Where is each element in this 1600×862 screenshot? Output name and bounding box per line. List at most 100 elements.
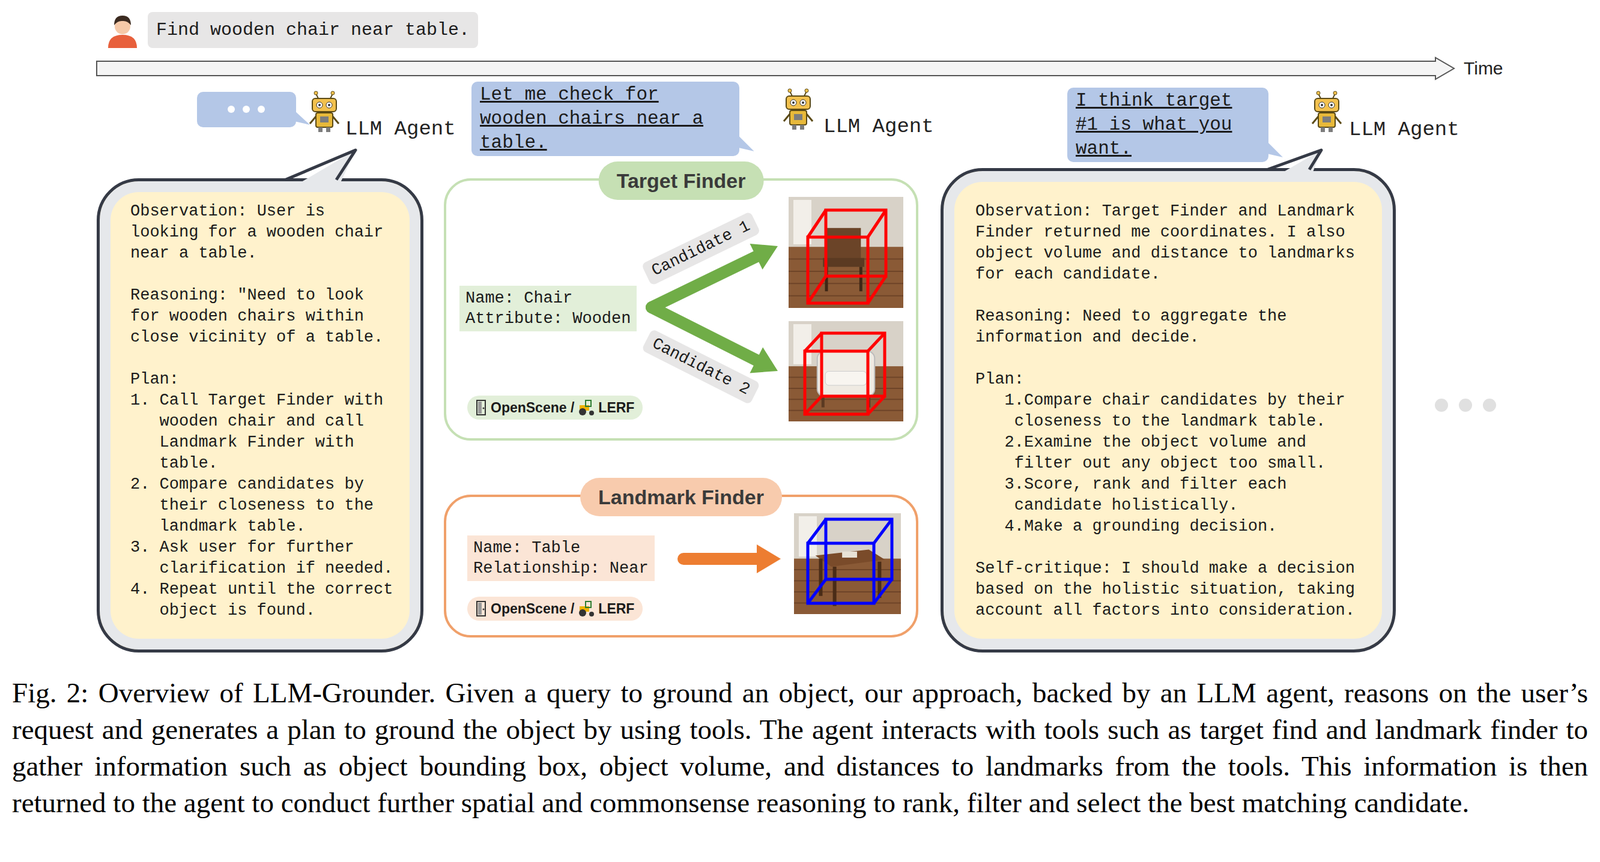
node-text: Find wooden chair near table. <box>156 16 470 44</box>
query-box: Name: TableRelationship: Near <box>467 535 655 582</box>
agent-label: LLM Agent <box>823 114 934 139</box>
robot-arm <box>1312 116 1319 124</box>
callout-tail <box>96 178 103 185</box>
bbox-front <box>807 543 874 604</box>
robot-arm <box>332 116 339 124</box>
landmark-arrow-head <box>756 544 781 574</box>
robot-pupil <box>327 103 331 107</box>
node-text: Name: Chair <box>465 288 631 309</box>
node-text: I think target #1 is what you want. <box>1075 88 1261 161</box>
robot-chest <box>793 114 803 121</box>
photo-wall <box>793 513 901 615</box>
bbox-edge <box>867 333 885 352</box>
callout-tail-fill <box>1267 150 1322 182</box>
tool-icon <box>475 399 488 417</box>
tool-badge: OpenScene /LERF <box>467 596 643 622</box>
bubble-tail <box>294 110 310 125</box>
robot-arm <box>1335 116 1342 124</box>
armchair-cushion <box>825 371 867 386</box>
continuation-dot <box>1482 398 1497 413</box>
robot-arm <box>309 116 316 124</box>
bubble-tail <box>738 135 754 152</box>
robot-eye <box>1328 102 1335 109</box>
chair-seat <box>822 258 865 268</box>
table-leg <box>833 566 837 607</box>
robot-antenna-tip <box>1316 91 1321 95</box>
node-text: 1. Call Target Finder with wooden chair … <box>130 390 399 475</box>
tractor-wheel <box>578 408 587 416</box>
robot-pupil <box>792 101 795 104</box>
node-text: Reasoning: "Need to look for wooden chai… <box>130 285 399 349</box>
bbox-front <box>807 237 868 304</box>
node-text: Candidate 1 <box>648 215 754 282</box>
agent-label: LLM Agent <box>1348 117 1460 142</box>
bbox-edge <box>873 519 892 544</box>
reasoning-panel: Observation: Target Finder and Landmark … <box>940 168 1396 653</box>
candidate-arrow-head <box>750 243 778 270</box>
robot-antenna-tip <box>1333 91 1337 95</box>
chair-back <box>826 228 861 260</box>
node-text: Observation: User is looking for a woode… <box>130 201 399 265</box>
node-text: Name: Table <box>473 538 649 559</box>
door-knob <box>482 609 485 611</box>
bbox-back <box>825 210 886 277</box>
floor-plank <box>793 591 901 593</box>
candidate-arrow-head <box>749 347 778 374</box>
floor-plank <box>793 569 901 571</box>
tool-panel: Name: TableRelationship: NearOpenScene /… <box>443 494 919 638</box>
node-text: Plan: <box>130 369 399 391</box>
thinking-dot <box>257 105 265 113</box>
chair-leg <box>859 267 863 292</box>
tractor-wheel <box>589 410 594 416</box>
bbox-edge <box>807 210 826 238</box>
robot-body <box>315 112 333 128</box>
robot-head <box>312 98 337 112</box>
robot-body <box>789 110 807 125</box>
scene-photo <box>788 321 904 422</box>
robot-eye <box>316 102 323 109</box>
speech-bubble: Let me check for wooden chairs near a ta… <box>471 81 740 157</box>
tool-badge: OpenScene / LERF <box>467 395 643 420</box>
figure-caption: Fig. 2: Overview of LLM-Grounder. Given … <box>12 675 1588 822</box>
robot-icon <box>309 91 339 133</box>
robot-chest <box>320 116 329 123</box>
node-text: Observation: Target Finder and Landmark … <box>975 201 1365 286</box>
bbox-edge <box>867 210 886 238</box>
node-text: Self-critique: I should make a decision … <box>975 558 1365 622</box>
robot-arm <box>806 114 813 122</box>
continuation-dot <box>1458 398 1473 413</box>
robot-head <box>786 96 811 110</box>
callout-tail <box>940 168 947 175</box>
node-text: LERF <box>598 600 635 618</box>
armchair-body <box>817 351 876 397</box>
panel-heading: Landmark Finder <box>580 478 782 517</box>
callout-tail-outline <box>1267 150 1322 170</box>
bbox-front <box>804 351 868 415</box>
bbox-edge <box>867 276 886 304</box>
axis-label: Time <box>1463 58 1504 79</box>
node-text: 4.Make a grounding decision. <box>975 516 1365 538</box>
robot-icon <box>783 88 813 130</box>
thinking-bubble <box>196 91 297 128</box>
node-text: Let me check for wooden chairs near a ta… <box>479 82 731 155</box>
node-text: 1.Compare chair candidates by their clos… <box>975 390 1365 433</box>
landmark-arrow-shaft <box>683 553 757 566</box>
table-leg <box>819 559 823 597</box>
query-box: Name: ChairAttribute: Wooden <box>459 285 637 332</box>
query-box: Find wooden chair near table. <box>147 12 479 49</box>
tool-icon <box>577 399 596 417</box>
tool-icon <box>577 600 596 618</box>
robot-antenna-tip <box>330 91 335 95</box>
node-text: LERF <box>598 399 635 417</box>
robot-antenna-tip <box>787 88 792 93</box>
floor-plank <box>788 282 904 285</box>
tractor-cab <box>585 601 591 608</box>
photo-wall <box>788 196 904 309</box>
photo-floor <box>793 559 901 615</box>
robot-chest <box>1322 116 1331 123</box>
door-frame <box>476 601 486 617</box>
node-text: OpenScene / <box>490 399 575 417</box>
thinking-dot <box>242 105 250 113</box>
node-text: Plan: <box>975 369 1365 391</box>
bbox-edge <box>873 579 892 604</box>
